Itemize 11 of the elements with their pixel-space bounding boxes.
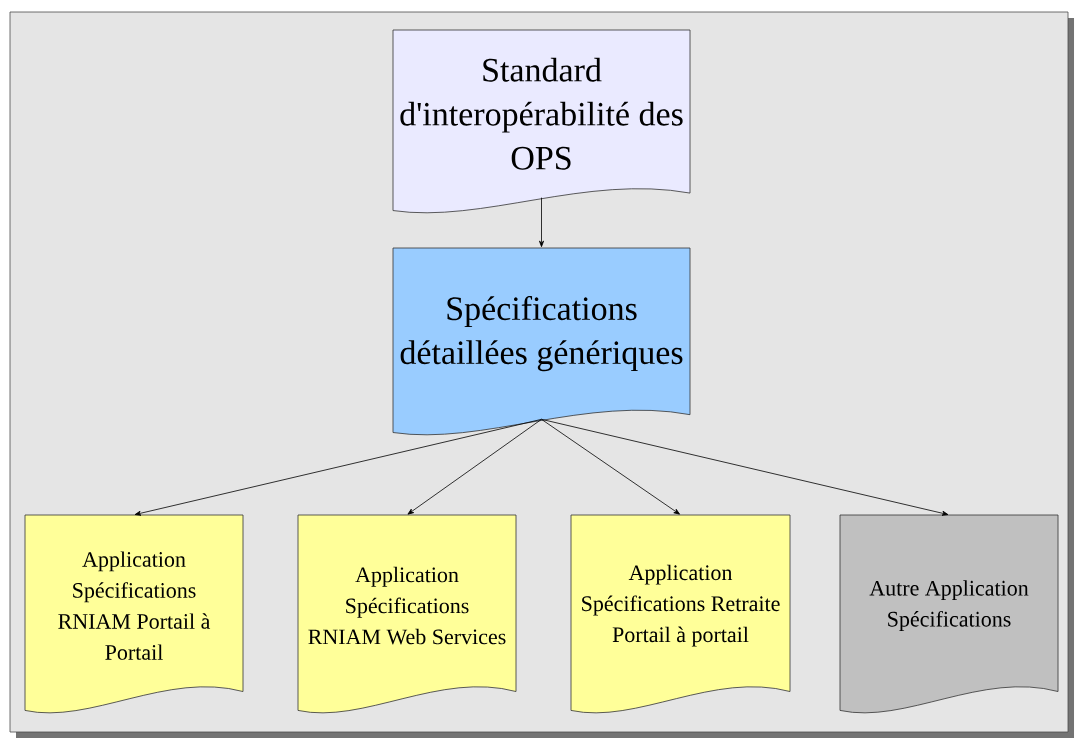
document-box: Application Spécifications RNIAM Portail à Portail — [24, 514, 244, 714]
document-box: Standard d'interopérabilité des OPS — [392, 29, 691, 213]
document-box: Spécifications détaillées génériques — [392, 247, 691, 435]
arrow — [134, 418, 542, 516]
document-box: Application Spécifications RNIAM Web Services — [297, 514, 517, 714]
arrow — [541, 418, 680, 515]
arrow — [541, 418, 949, 516]
arrow — [407, 418, 542, 515]
document-box: Application Spécifications Retraite Portail à portail — [570, 514, 791, 714]
arrow — [539, 197, 544, 248]
document-box: Autre Application Spécifications — [839, 514, 1059, 714]
